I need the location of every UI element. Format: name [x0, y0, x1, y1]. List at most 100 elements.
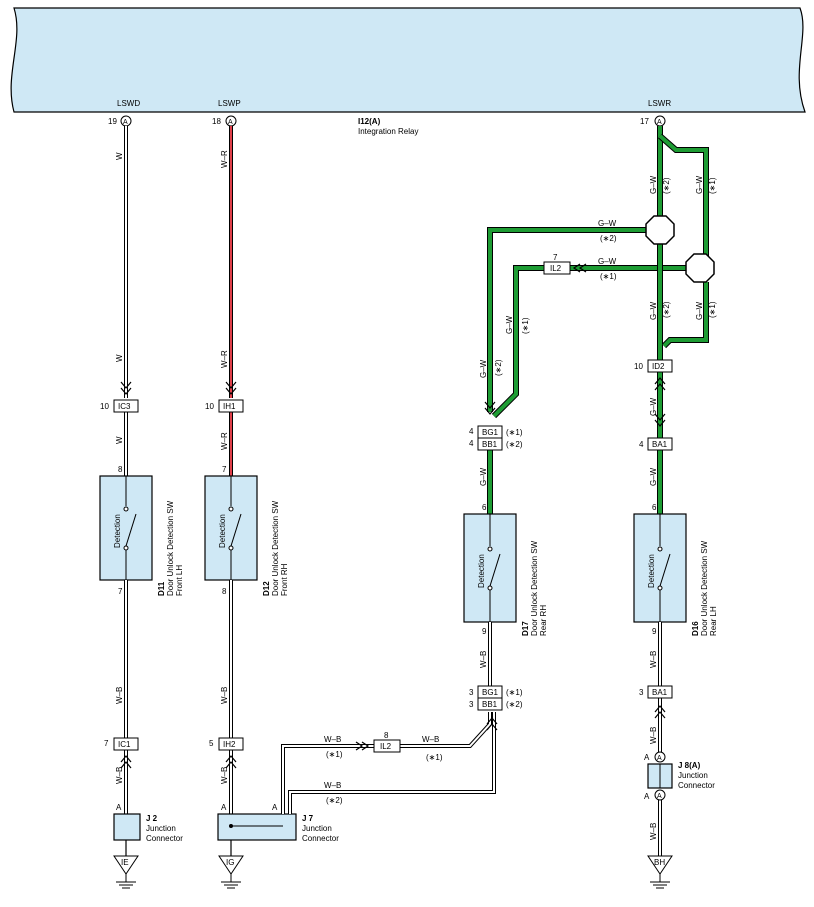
terminal-pin-19: 19 A [108, 115, 132, 127]
svg-text:ID2: ID2 [652, 362, 665, 371]
ground-bh-icon: BH [647, 855, 673, 889]
wire-note-1a: (∗1) [326, 750, 343, 759]
junction-j7-id: J 7 [302, 814, 314, 823]
svg-text:6: 6 [652, 503, 657, 512]
svg-text:(∗2): (∗2) [506, 440, 523, 449]
wire-label-wb-3: W–B [220, 687, 229, 704]
junction-j7-line2: Connector [302, 834, 339, 843]
svg-text:A: A [657, 755, 662, 762]
junction-j8-id: J 8(A) [678, 761, 701, 770]
wire-note-2d: (∗2) [662, 301, 671, 318]
wire-label-wr-1: W–R [220, 150, 229, 168]
svg-text:8: 8 [384, 731, 389, 740]
svg-text:IG: IG [226, 858, 234, 867]
wire-note-2c: (∗2) [662, 177, 671, 194]
wire-label-wr-3: W–R [220, 432, 229, 450]
svg-text:BB1: BB1 [482, 700, 498, 709]
svg-text:9: 9 [652, 627, 657, 636]
svg-text:Detection: Detection [647, 554, 656, 588]
svg-text:6: 6 [482, 503, 487, 512]
component-d16: 6 Detection 9 [633, 503, 687, 636]
wire-wr-lswp [225, 126, 237, 476]
svg-text:(∗1): (∗1) [506, 688, 523, 697]
svg-text:IC1: IC1 [118, 740, 131, 749]
wire-label-wb-7: W–B [324, 781, 341, 790]
svg-text:A: A [644, 753, 650, 762]
component-d12: 7 Detection 8 [204, 465, 258, 596]
wire-label-gw-11: G–W [649, 467, 658, 486]
arrow-id2-icon [654, 377, 666, 427]
svg-text:4: 4 [469, 427, 474, 436]
wire-label-gw-5: G–W [649, 301, 658, 320]
connector-ic3: 10 IC3 [100, 399, 139, 413]
svg-text:3: 3 [469, 700, 474, 709]
svg-text:A: A [644, 792, 650, 801]
svg-text:18: 18 [212, 117, 221, 126]
wire-label-wb-11: W–B [649, 823, 658, 840]
component-d12-id: D12 [262, 581, 271, 596]
terminal-name-lswd: LSWD [117, 99, 140, 108]
svg-text:IH2: IH2 [223, 740, 236, 749]
component-d17-id: D17 [521, 621, 530, 636]
wire-label-wr-2: W–R [220, 350, 229, 368]
svg-text:4: 4 [639, 440, 644, 449]
ground-ig-icon: IG [218, 855, 244, 889]
wire-label-gw-6: G–W [695, 301, 704, 320]
svg-text:7: 7 [104, 739, 109, 748]
svg-text:4: 4 [469, 439, 474, 448]
splice-point-upper-icon [645, 215, 675, 245]
junction-j7-line1: Junction [302, 824, 332, 833]
svg-text:A: A [116, 803, 122, 812]
wire-label-gw-9: G–W [649, 397, 658, 416]
terminal-pin-18: 18 A [212, 115, 237, 127]
connector-id2: 10 ID2 [634, 359, 673, 373]
svg-text:5: 5 [209, 739, 214, 748]
arrow-il2-top-icon [572, 263, 587, 273]
junction-j2-line1: Junction [146, 824, 176, 833]
wire-wb-j7-to-rear [281, 712, 498, 814]
wire-label-wb-8: W–B [479, 651, 488, 668]
junction-j8-line2: Connector [678, 781, 715, 790]
wire-wb-d12 [225, 580, 237, 814]
svg-text:17: 17 [640, 117, 649, 126]
component-d12-line2: Front RH [280, 563, 289, 596]
wire-note-2b: (∗2) [600, 234, 617, 243]
wire-w-lswd [120, 126, 132, 476]
wire-label-w-2: W [115, 354, 124, 362]
component-d11-id: D11 [157, 581, 166, 596]
svg-text:3: 3 [639, 688, 644, 697]
svg-text:10: 10 [634, 362, 643, 371]
svg-text:A: A [657, 119, 662, 126]
svg-text:10: 10 [205, 402, 214, 411]
connector-il2-top: 7 IL2 [543, 253, 571, 275]
wire-note-1f: (∗1) [521, 317, 530, 334]
wire-gw-lswr [487, 126, 709, 514]
svg-text:10: 10 [100, 402, 109, 411]
junction-j8: A A A A [644, 751, 673, 801]
wire-note-2e: (∗2) [494, 359, 503, 376]
wire-label-gw-4: G–W [695, 175, 704, 194]
component-d16-line2: Rear LH [709, 606, 718, 636]
svg-text:IL2: IL2 [550, 264, 562, 273]
wire-wb-d11 [120, 580, 132, 814]
svg-text:Detection: Detection [477, 554, 486, 588]
svg-text:9: 9 [482, 627, 487, 636]
integration-relay-panel [10, 7, 806, 113]
svg-text:BG1: BG1 [482, 428, 499, 437]
junction-j2: A [113, 803, 141, 856]
junction-j2-line2: Connector [146, 834, 183, 843]
wire-label-gw-3: G–W [649, 175, 658, 194]
wire-label-wb-2: W–B [115, 767, 124, 784]
component-d17-line2: Rear RH [539, 605, 548, 636]
connector-ba1-top: 4 BA1 [639, 437, 673, 451]
connector-ba1-bottom: 3 BA1 [639, 685, 673, 699]
svg-text:19: 19 [108, 117, 117, 126]
wire-wb-d16 [654, 622, 666, 856]
svg-text:IH1: IH1 [223, 402, 236, 411]
wire-label-gw-7: G–W [479, 359, 488, 378]
terminal-pin-17: 17 A [640, 115, 666, 127]
wire-label-wb-4: W–B [220, 767, 229, 784]
wire-label-wb-6: W–B [422, 735, 439, 744]
connector-ic1: 7 IC1 [104, 737, 139, 751]
